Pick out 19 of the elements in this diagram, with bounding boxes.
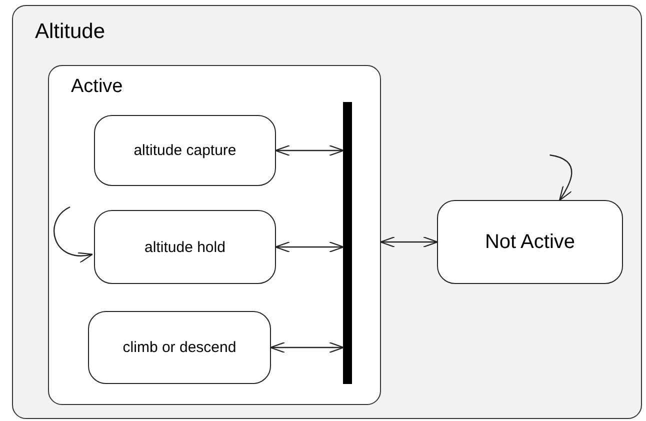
state-label: altitude capture [134,142,236,159]
composite-state [48,65,381,405]
composite-state [12,5,642,419]
state-box [88,311,271,384]
state-title: Altitude [35,20,106,44]
state-title: Active [71,76,123,98]
state-box [94,210,276,284]
self-transition-arrow [550,154,572,201]
state-box [437,200,623,284]
transition-arrow [274,241,344,253]
sync-bar [343,102,352,384]
self-transition-arrow [54,206,94,262]
state-label: altitude hold [144,238,226,256]
state-label: climb or descend [122,339,236,356]
state-box [94,115,276,186]
state-label: Not Active [484,230,576,254]
transition-arrow [380,236,438,248]
transition-arrow [274,144,344,156]
transition-arrow [270,342,344,354]
